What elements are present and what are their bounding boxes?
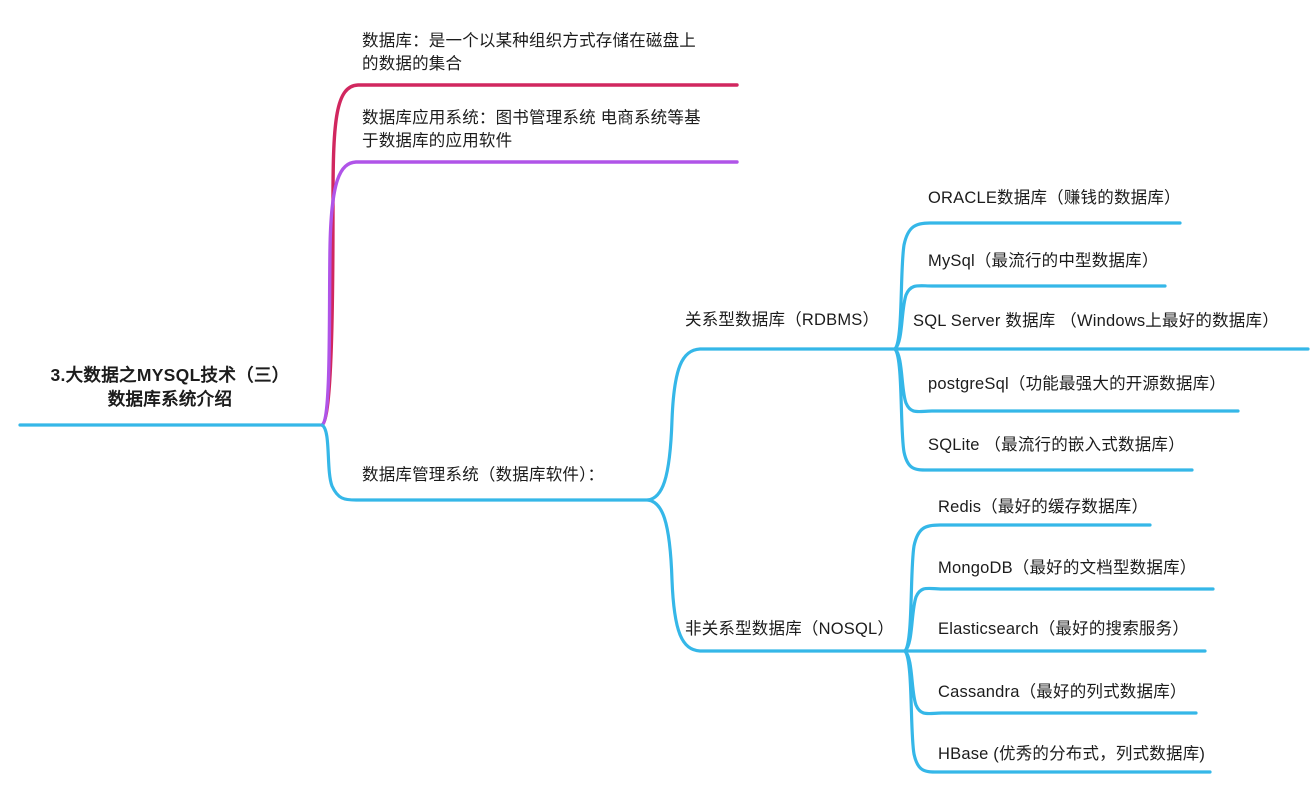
root-node[interactable]: 3.大数据之MYSQL技术（三） 数据库系统介绍	[50, 365, 290, 409]
leaf-sqlite[interactable]: SQLite （最流行的嵌入式数据库）	[928, 436, 1185, 454]
leaf-hbase[interactable]: HBase (优秀的分布式，列式数据库)	[938, 745, 1206, 763]
leaf-redis[interactable]: Redis（最好的缓存数据库）	[938, 498, 1149, 516]
branch-database-definition[interactable]: 数据库：是一个以某种组织方式存储在磁盘上 的数据的集合	[362, 32, 696, 74]
leaf-cassandra[interactable]: Cassandra（最好的列式数据库）	[938, 683, 1187, 701]
leaf-elasticsearch[interactable]: Elasticsearch（最好的搜索服务）	[938, 620, 1190, 638]
branch-database-application-system[interactable]: 数据库应用系统：图书管理系统 电商系统等基 于数据库的应用软件	[362, 109, 701, 151]
leaf-postgresql[interactable]: postgreSql（功能最强大的开源数据库）	[928, 375, 1226, 393]
leaf-sqlserver[interactable]: SQL Server 数据库 （Windows上最好的数据库）	[913, 312, 1279, 330]
leaf-mysql[interactable]: MySql（最流行的中型数据库）	[928, 252, 1159, 270]
branch-database-management-system[interactable]: 数据库管理系统（数据库软件）：	[362, 466, 605, 484]
leaf-oracle[interactable]: ORACLE数据库（赚钱的数据库）	[928, 189, 1181, 207]
node-rdbms[interactable]: 关系型数据库（RDBMS）	[685, 311, 880, 329]
connector-root-to-database-application-system	[320, 160, 739, 427]
connector-root-to-dbms	[320, 423, 650, 502]
node-nosql[interactable]: 非关系型数据库（NOSQL）	[685, 620, 895, 638]
connector-dbms-to-rdbms	[646, 347, 897, 502]
leaf-mongodb[interactable]: MongoDB（最好的文档型数据库）	[938, 559, 1197, 577]
